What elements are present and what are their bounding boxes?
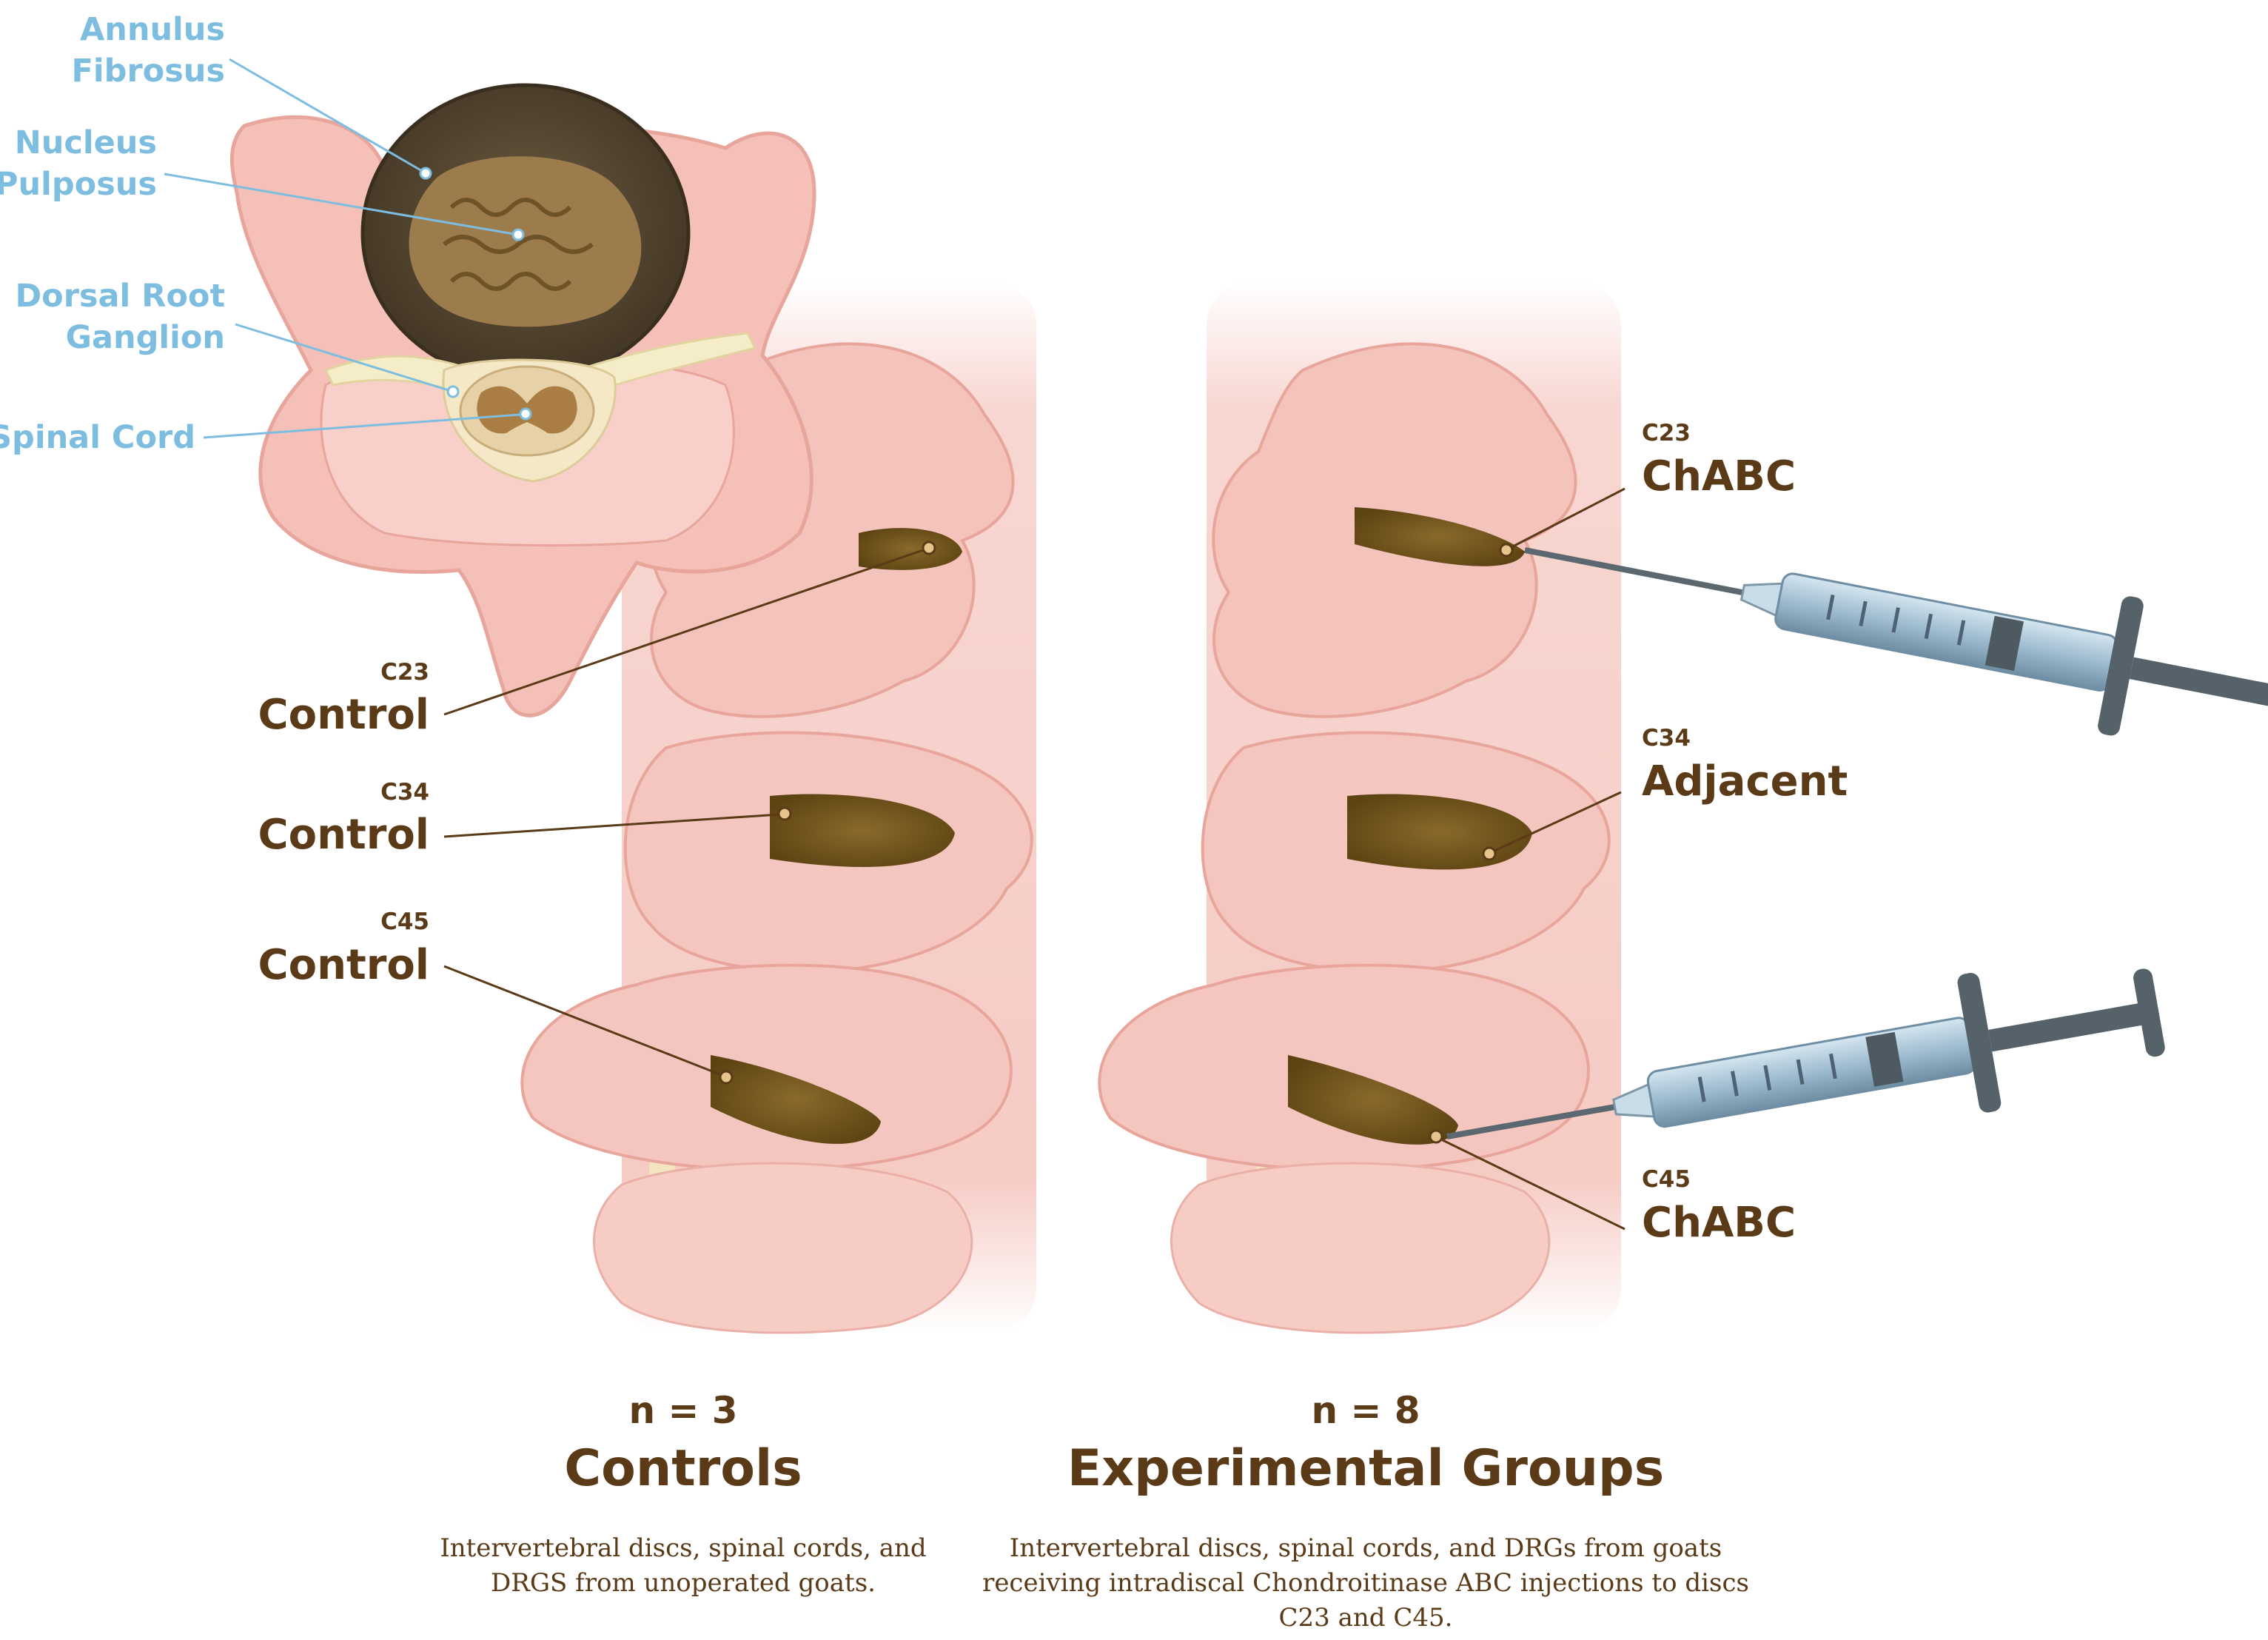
syringe-upper-plunger-seal xyxy=(1984,615,2024,672)
c23-control-leader xyxy=(443,548,926,716)
controls-c34-group: Control xyxy=(258,811,430,859)
controls-leaders xyxy=(443,540,936,1085)
controls-description: Intervertebral discs, spinal cords, and … xyxy=(440,1533,927,1598)
drg-leader-dot xyxy=(446,385,460,398)
controls-vertebra-c4 xyxy=(520,963,1013,1172)
nucleus-pulposus-label: Nucleus Pulposus xyxy=(0,122,157,205)
experimental-title: Experimental Groups xyxy=(1067,1439,1665,1498)
experimental-spine xyxy=(1098,281,1621,1334)
syringe-upper-plunger-rod xyxy=(2129,657,2268,711)
syringe-lower-needle xyxy=(1446,1104,1616,1139)
annulus-fibrosus-label-line2: Fibrosus xyxy=(71,53,225,90)
experimental-c34-level: C34 xyxy=(1642,725,1691,752)
syringe-lower-graduations xyxy=(1697,1053,1837,1102)
nucleus-texture xyxy=(443,198,594,291)
c34-control-dot xyxy=(777,806,792,821)
vertebra-cross-section xyxy=(229,83,816,717)
syringe-lower xyxy=(1446,968,2165,1139)
syringe-upper xyxy=(1524,547,2268,736)
controls-n: n = 3 xyxy=(628,1389,738,1432)
c34-control-leader xyxy=(443,813,780,838)
c23-control-dot xyxy=(922,540,936,555)
controls-vertebra-c5 xyxy=(593,1162,973,1334)
dorsal-root-ganglion-label-line1: Dorsal Root xyxy=(15,278,225,315)
spinal-cord-label: Spinal Cord xyxy=(0,419,195,456)
annulus-leader xyxy=(229,58,424,173)
experimental-c23-group: ChABC xyxy=(1642,452,1796,501)
controls-title: Controls xyxy=(564,1439,802,1498)
experimental-c23-level: C23 xyxy=(1642,420,1691,446)
annulus-fibrosus-label: Annulus Fibrosus xyxy=(72,9,225,92)
experimental-c45-level: C45 xyxy=(1642,1166,1691,1193)
syringe-lower-barrel xyxy=(1646,1017,1976,1128)
nucleus-pulposus-label-line1: Nucleus xyxy=(14,124,157,161)
experimental-disc-c45 xyxy=(1288,1055,1458,1145)
annulus-leader-dot xyxy=(419,167,432,180)
syringe-lower-plunger-seal xyxy=(1865,1031,1904,1087)
syringe-lower-flange xyxy=(1957,972,2002,1113)
c45-chabc-leader xyxy=(1439,1137,1625,1231)
syringe-upper-flange xyxy=(2098,596,2144,736)
anatomy-leaders xyxy=(164,58,532,439)
syringe-upper-barrel xyxy=(1774,572,2118,692)
experimental-vertebra-c5 xyxy=(1170,1162,1551,1334)
c34-adjacent-dot xyxy=(1482,846,1497,861)
experimental-n: n = 8 xyxy=(1311,1389,1420,1432)
controls-c34-level: C34 xyxy=(380,779,429,806)
controls-disc-c23 xyxy=(859,528,962,570)
c34-adjacent-leader xyxy=(1492,791,1622,853)
nucleus-leader xyxy=(164,173,514,235)
syringe-lower-thumb xyxy=(2133,968,2165,1057)
dorsal-root-ganglion-label: Dorsal Root Ganglion xyxy=(15,275,225,358)
controls-c23-level: C23 xyxy=(380,659,429,686)
experimental-c34-group: Adjacent xyxy=(1642,757,1848,806)
annulus-fibrosus-label-line1: Annulus xyxy=(79,11,225,48)
syringe-upper-graduations xyxy=(1826,595,1966,646)
controls-c45-level: C45 xyxy=(380,908,429,935)
nucleus-leader-dot xyxy=(511,228,525,241)
experimental-disc-c23 xyxy=(1355,507,1525,566)
experimental-c45-group: ChABC xyxy=(1642,1199,1796,1247)
c23-chabc-leader xyxy=(1509,487,1625,549)
controls-c23-group: Control xyxy=(258,691,430,739)
syringe-upper-needle xyxy=(1524,547,1744,596)
syringe-lower-plunger-rod xyxy=(1988,1003,2146,1052)
experimental-leaders xyxy=(1429,487,1625,1231)
spinal-cord-leader xyxy=(203,413,521,439)
c45-control-dot xyxy=(719,1070,734,1085)
controls-disc-c34 xyxy=(770,794,955,867)
drg-leader xyxy=(235,323,449,392)
dorsal-root-ganglion-label-line2: Ganglion xyxy=(65,319,225,356)
c23-chabc-dot xyxy=(1499,543,1514,558)
controls-disc-c45 xyxy=(711,1055,881,1144)
experimental-description: Intervertebral discs, spinal cords, and … xyxy=(982,1533,1749,1633)
spinal-cord-leader-dot xyxy=(519,407,532,421)
nucleus-pulposus-label-line2: Pulposus xyxy=(0,166,157,203)
nerve-roots xyxy=(323,332,757,394)
c45-chabc-dot xyxy=(1429,1129,1443,1144)
syringe-upper-hub xyxy=(1739,582,1784,617)
controls-c45-group: Control xyxy=(258,941,430,989)
c45-control-leader xyxy=(443,965,722,1077)
experimental-vertebra-c4 xyxy=(1098,963,1590,1172)
